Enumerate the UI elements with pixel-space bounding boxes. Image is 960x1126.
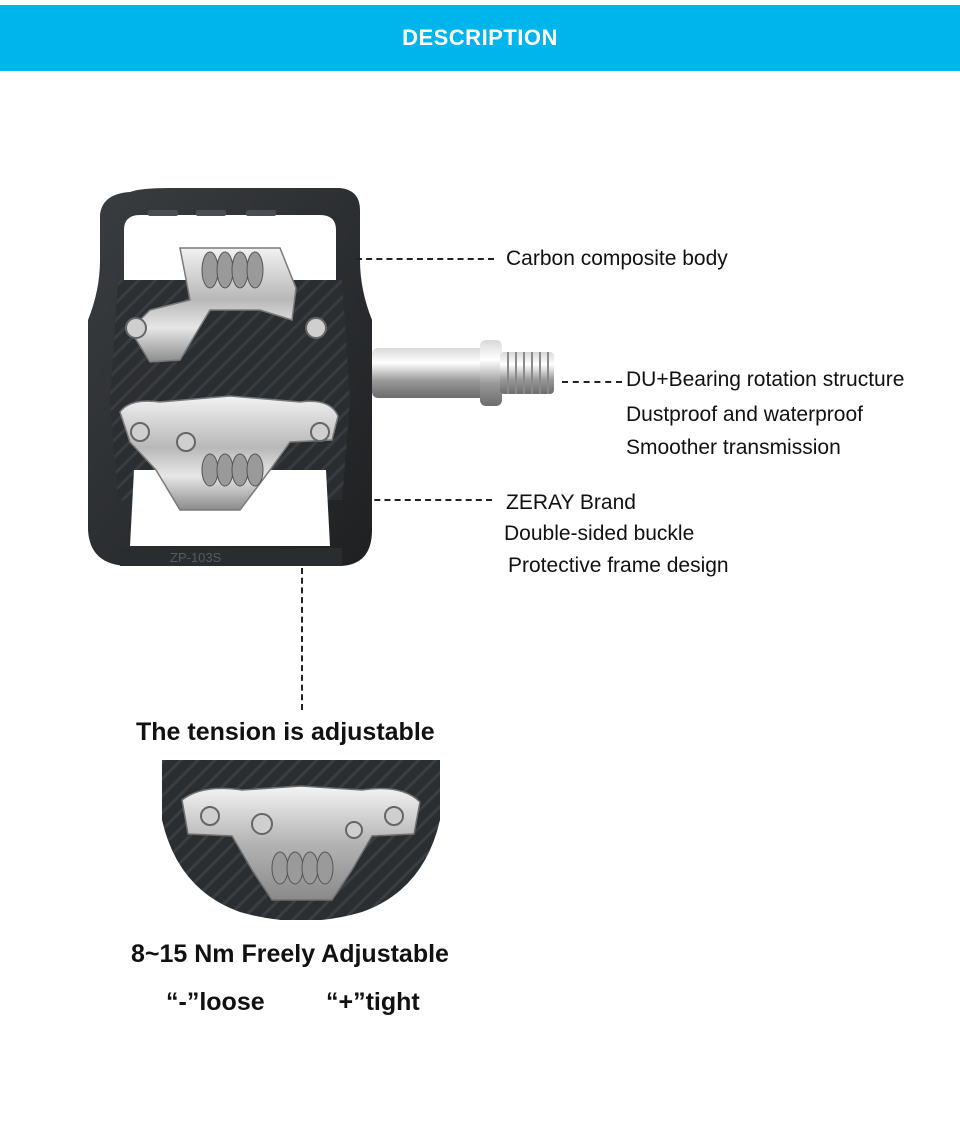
tension-loose: “-”loose xyxy=(166,988,265,1016)
callout-line-body xyxy=(356,258,494,260)
tension-title: The tension is adjustable xyxy=(136,718,435,746)
callout-line-bearing xyxy=(562,381,622,383)
callout-body: Carbon composite body xyxy=(506,247,728,270)
callout-bearing-transmission: Smoother transmission xyxy=(626,436,841,459)
callout-bearing-structure: DU+Bearing rotation structure xyxy=(626,368,905,391)
tension-tight: “+”tight xyxy=(326,988,420,1016)
callout-line-tension xyxy=(301,568,303,710)
callout-buckle: Double-sided buckle xyxy=(504,522,695,545)
callout-brand: ZERAY Brand xyxy=(506,491,636,514)
tension-detail-image xyxy=(162,760,440,920)
model-text: ZP-103S xyxy=(170,550,222,565)
callout-frame: Protective frame design xyxy=(508,554,729,577)
callout-line-brand xyxy=(354,499,492,501)
header-bar: DESCRIPTION xyxy=(0,5,960,71)
header-title: DESCRIPTION xyxy=(402,25,558,50)
callout-bearing-dustproof: Dustproof and waterproof xyxy=(626,403,863,426)
tension-range: 8~15 Nm Freely Adjustable xyxy=(131,940,449,968)
pedal-product-image: ZP-103S xyxy=(88,188,554,566)
